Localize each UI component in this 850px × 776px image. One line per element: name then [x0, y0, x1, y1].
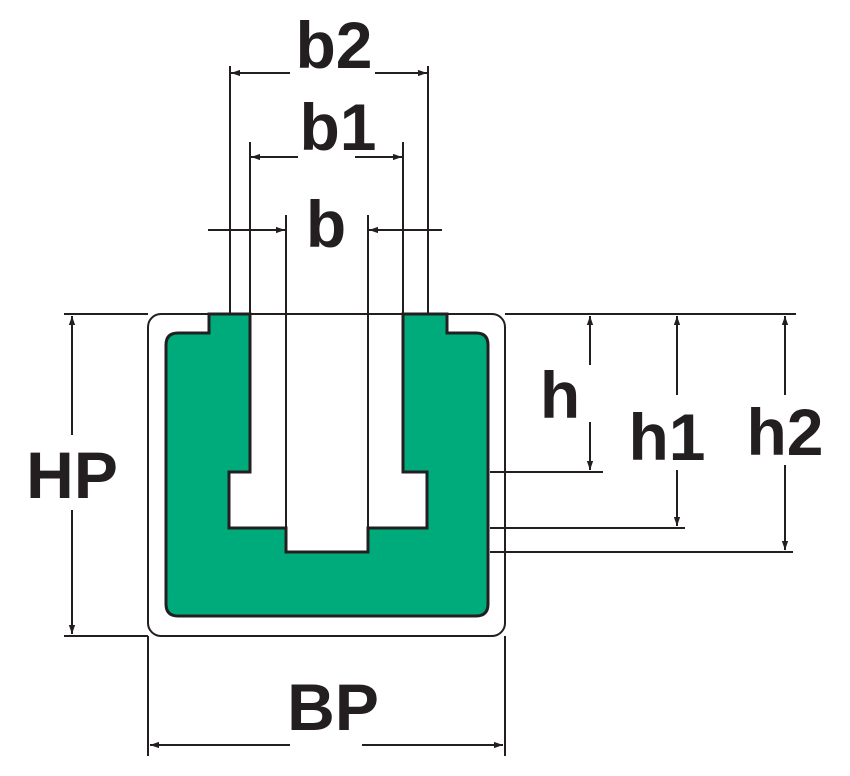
carrier-profile-outline: [147, 313, 506, 637]
dimension-label-HP: HP: [26, 438, 118, 512]
dimension-label-h1: h1: [628, 400, 705, 474]
dimension-label-BP: BP: [287, 670, 379, 744]
dimension-label-h: h: [540, 358, 580, 432]
dimension-label-b2: b2: [295, 8, 372, 82]
dimension-label-b: b: [306, 187, 346, 261]
dimension-label-h2: h2: [746, 395, 823, 469]
dimension-label-b1: b1: [299, 90, 376, 164]
guide-profile-green: [164, 312, 490, 618]
